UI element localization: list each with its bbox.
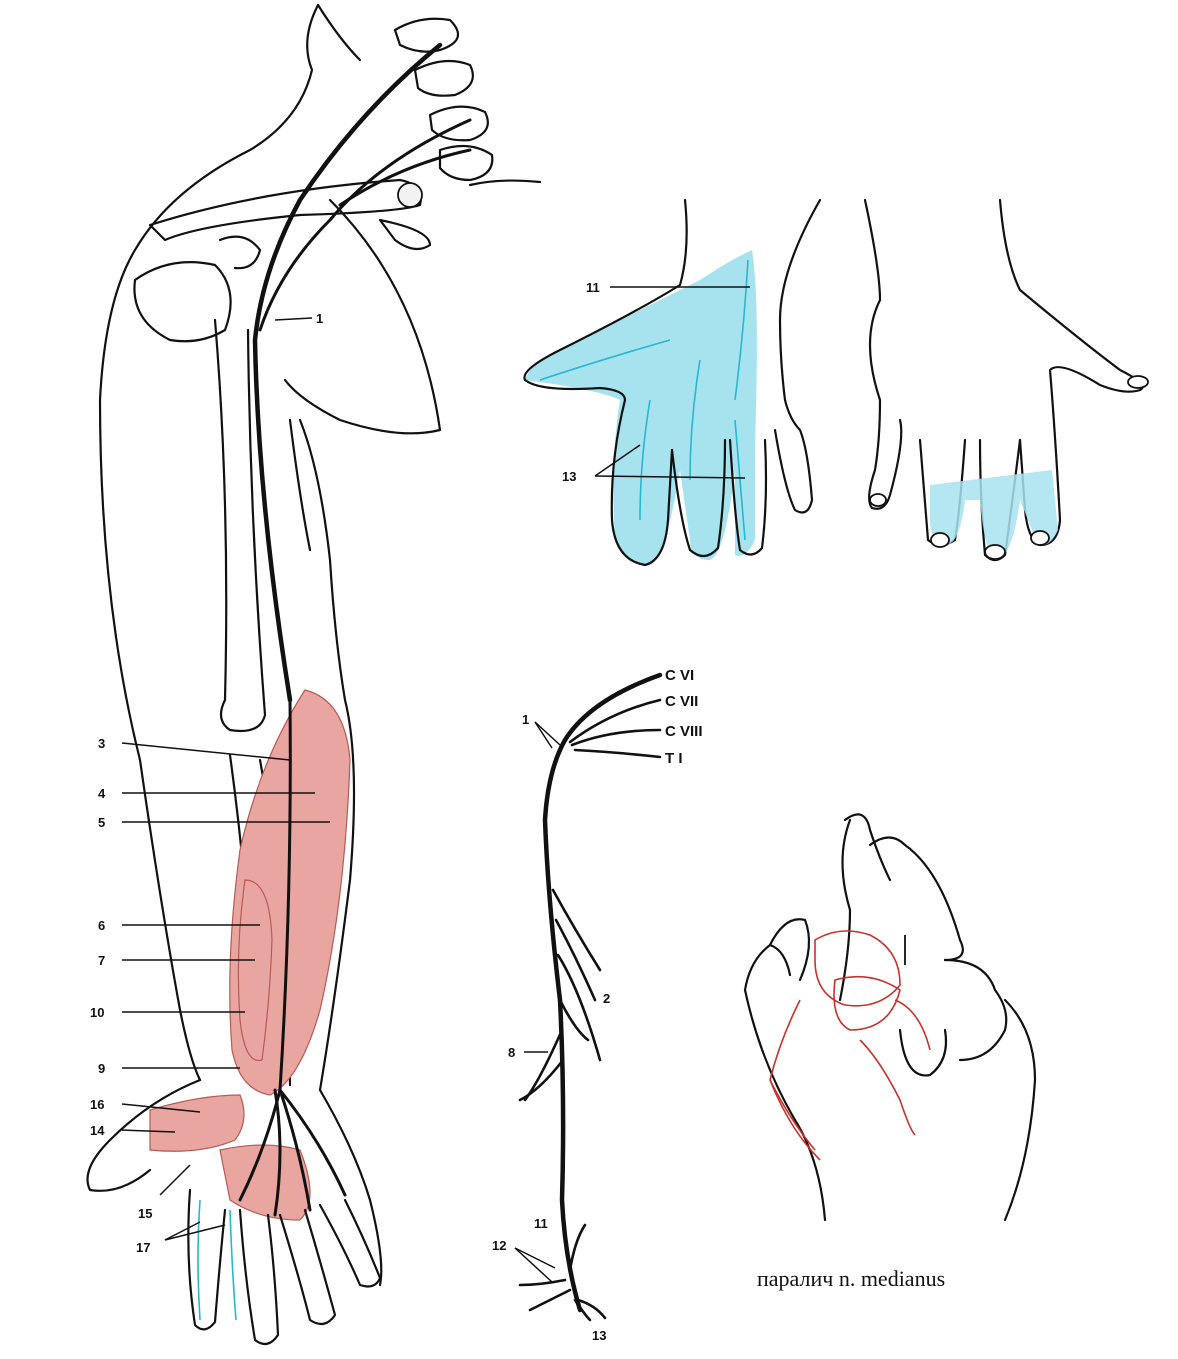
label-8: 8 <box>508 1045 515 1060</box>
label-13-schematic: 13 <box>592 1328 606 1343</box>
label-13-palm: 13 <box>562 469 576 484</box>
label-12: 12 <box>492 1238 506 1253</box>
label-6: 6 <box>98 918 105 933</box>
root-t1: T I <box>665 750 683 767</box>
label-7: 7 <box>98 953 105 968</box>
label-17: 17 <box>136 1240 150 1255</box>
paralysis-hand <box>745 814 1035 1220</box>
label-11-schematic: 11 <box>534 1216 548 1231</box>
label-5: 5 <box>98 815 105 830</box>
label-10: 10 <box>90 1005 104 1020</box>
label-4: 4 <box>98 786 106 801</box>
label-9: 9 <box>98 1061 105 1076</box>
label-1-arm: 1 <box>316 311 323 326</box>
arm-figure <box>88 5 541 1344</box>
palm-figure <box>524 200 1148 565</box>
label-2: 2 <box>603 991 610 1006</box>
label-11-palm: 11 <box>586 280 600 295</box>
root-c7: C VII <box>665 693 698 710</box>
label-3: 3 <box>98 736 105 751</box>
root-c6: C VI <box>665 667 694 684</box>
root-c8: C VIII <box>665 723 703 740</box>
label-16: 16 <box>90 1097 104 1112</box>
label-15: 15 <box>138 1206 152 1221</box>
label-1-schematic: 1 <box>522 712 529 727</box>
label-14: 14 <box>90 1123 105 1138</box>
caption: паралич n. medianus <box>757 1266 945 1291</box>
schematic-labels: C VI C VII C VIII T I 1 2 8 11 12 13 <box>492 667 703 1343</box>
